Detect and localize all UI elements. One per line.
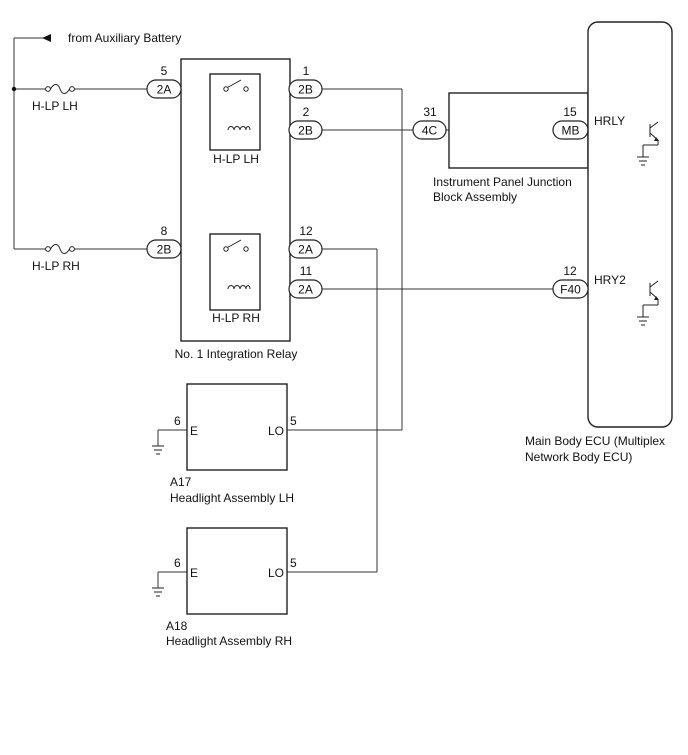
relay-rh-label: H-LP RH: [212, 311, 260, 325]
connector-2b-pin1: [288, 79, 323, 99]
ecu-terminal-hrly: HRLY: [594, 114, 625, 128]
fuse-lh-label: H-LP LH: [32, 99, 78, 113]
headlight-rh-code: A18: [166, 619, 188, 633]
junction-block-label-line1: Instrument Panel Junction: [433, 175, 572, 189]
headlight-rh-box: [186, 527, 288, 615]
headlight-lh-code: A17: [170, 475, 192, 489]
junction-dot: [11, 86, 17, 92]
relay-lh-coil-icon: [227, 126, 251, 131]
connector-f40: [552, 279, 589, 299]
connector-code: MB: [562, 124, 580, 138]
pin-number: 12: [563, 264, 577, 278]
pin-number: 8: [161, 224, 168, 238]
connector-2a-pin11: [288, 279, 323, 299]
connector-code: 4C: [422, 124, 438, 138]
transistor-hrly-icon: [637, 121, 659, 166]
connector-code: 2A: [298, 243, 313, 257]
connector-code: 2B: [298, 83, 313, 97]
relay-lh-label: H-LP LH: [213, 152, 259, 166]
connector-2a-pin12: [288, 239, 323, 259]
ecu-label-line1: Main Body ECU (Multiplex: [525, 434, 665, 448]
pin-number: 5: [161, 64, 168, 78]
fuse-rh-label: H-LP RH: [32, 259, 80, 273]
pin-number: 1: [303, 64, 310, 78]
pin-number: 12: [299, 224, 313, 238]
headlight-rh-pin-e: 6: [174, 556, 181, 570]
relay-rh-coil-icon: [227, 285, 251, 290]
connector-4c: [412, 120, 447, 140]
source-arrow: [42, 34, 51, 42]
fuse-lh: [45, 84, 75, 94]
connector-code: F40: [560, 283, 581, 297]
junction-block-label-line2: Block Assembly: [433, 190, 517, 204]
relay-lh-switch-icon: [223, 79, 249, 92]
headlight-lh-terminal-e: E: [190, 424, 198, 438]
connector-2a-in-lh: [146, 79, 182, 99]
headlight-rh-terminal-lo: LO: [268, 566, 284, 580]
fuse-rh: [45, 244, 75, 254]
connector-2b-pin2: [288, 120, 323, 140]
headlight-lh-pin-lo: 5: [290, 414, 297, 428]
relay-rh-switch-icon: [223, 239, 249, 252]
pin-number: 15: [563, 105, 577, 119]
ground-icon: [152, 587, 164, 597]
ecu-terminal-hry2: HRY2: [594, 273, 626, 287]
main-body-ecu-box: [587, 21, 673, 428]
relay-lh-box: [209, 73, 261, 151]
headlight-lh-name: Headlight Assembly LH: [170, 491, 294, 505]
headlight-rh-pin-lo: 5: [290, 556, 297, 570]
relay-rh-box: [209, 233, 261, 311]
headlight-rh-terminal-e: E: [190, 566, 198, 580]
ecu-label-line2: Network Body ECU): [525, 450, 632, 464]
headlight-lh-pin-e: 6: [174, 414, 181, 428]
headlight-rh-name: Headlight Assembly RH: [166, 634, 292, 648]
connector-code: 2B: [157, 243, 172, 257]
connector-code: 2A: [157, 83, 172, 97]
pin-number: 11: [300, 264, 313, 278]
transistor-hry2-icon: [637, 280, 659, 326]
integration-relay-label: No. 1 Integration Relay: [175, 347, 298, 361]
ground-icon: [152, 445, 164, 455]
pin-number: 31: [423, 105, 437, 119]
connector-code: 2B: [298, 124, 313, 138]
connector-2b-in-rh: [146, 239, 182, 259]
headlight-lh-terminal-lo: LO: [268, 424, 284, 438]
source-label: from Auxiliary Battery: [68, 31, 181, 45]
headlight-lh-box: [186, 383, 288, 471]
connector-code: 2A: [298, 283, 313, 297]
pin-number: 2: [303, 105, 310, 119]
